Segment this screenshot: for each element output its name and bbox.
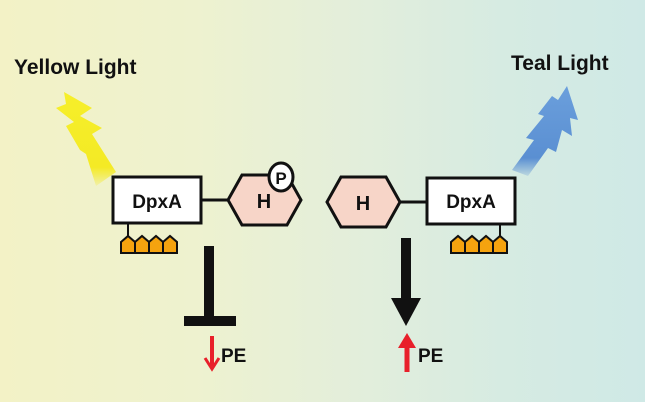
h-domain-label-left: H bbox=[257, 191, 271, 213]
right-panel: Teal Light H DpxA PE bbox=[325, 52, 609, 372]
dpxa-box-right bbox=[425, 176, 517, 226]
dpxa-label-left: DpxA bbox=[132, 192, 182, 213]
chromophore-unit bbox=[134, 234, 150, 254]
chromophore-unit bbox=[162, 234, 178, 254]
yellow-light-label: Yellow Light bbox=[14, 56, 137, 79]
chromophore-unit bbox=[120, 234, 136, 254]
dpxa-label-right: DpxA bbox=[446, 192, 496, 213]
chromophore-unit bbox=[148, 234, 164, 254]
pe-label-right: PE bbox=[418, 346, 443, 367]
chromophore-group-left bbox=[120, 234, 178, 254]
pe-label-left: PE bbox=[221, 346, 246, 367]
chromophore-unit bbox=[478, 234, 494, 254]
h-domain-label-right: H bbox=[356, 193, 370, 215]
yellow-lightning-icon bbox=[56, 92, 116, 186]
left-panel: Yellow Light DpxA H P PE bbox=[14, 56, 303, 372]
increase-arrow bbox=[398, 333, 416, 372]
phosphate-label: P bbox=[275, 169, 286, 188]
inhibition-bar bbox=[184, 316, 236, 326]
chromophore-unit bbox=[464, 234, 480, 254]
teal-lightning-icon bbox=[512, 86, 578, 176]
decrease-arrow bbox=[203, 336, 221, 372]
phosphate-circle bbox=[267, 161, 295, 193]
activation-arrow bbox=[391, 238, 421, 326]
chromophore-unit bbox=[450, 234, 466, 254]
teal-light-label: Teal Light bbox=[511, 52, 609, 75]
dpxa-box-left bbox=[111, 175, 203, 225]
inhibition-stem bbox=[204, 246, 214, 318]
chromophore-group-right bbox=[450, 234, 508, 254]
chromophore-unit bbox=[492, 234, 508, 254]
